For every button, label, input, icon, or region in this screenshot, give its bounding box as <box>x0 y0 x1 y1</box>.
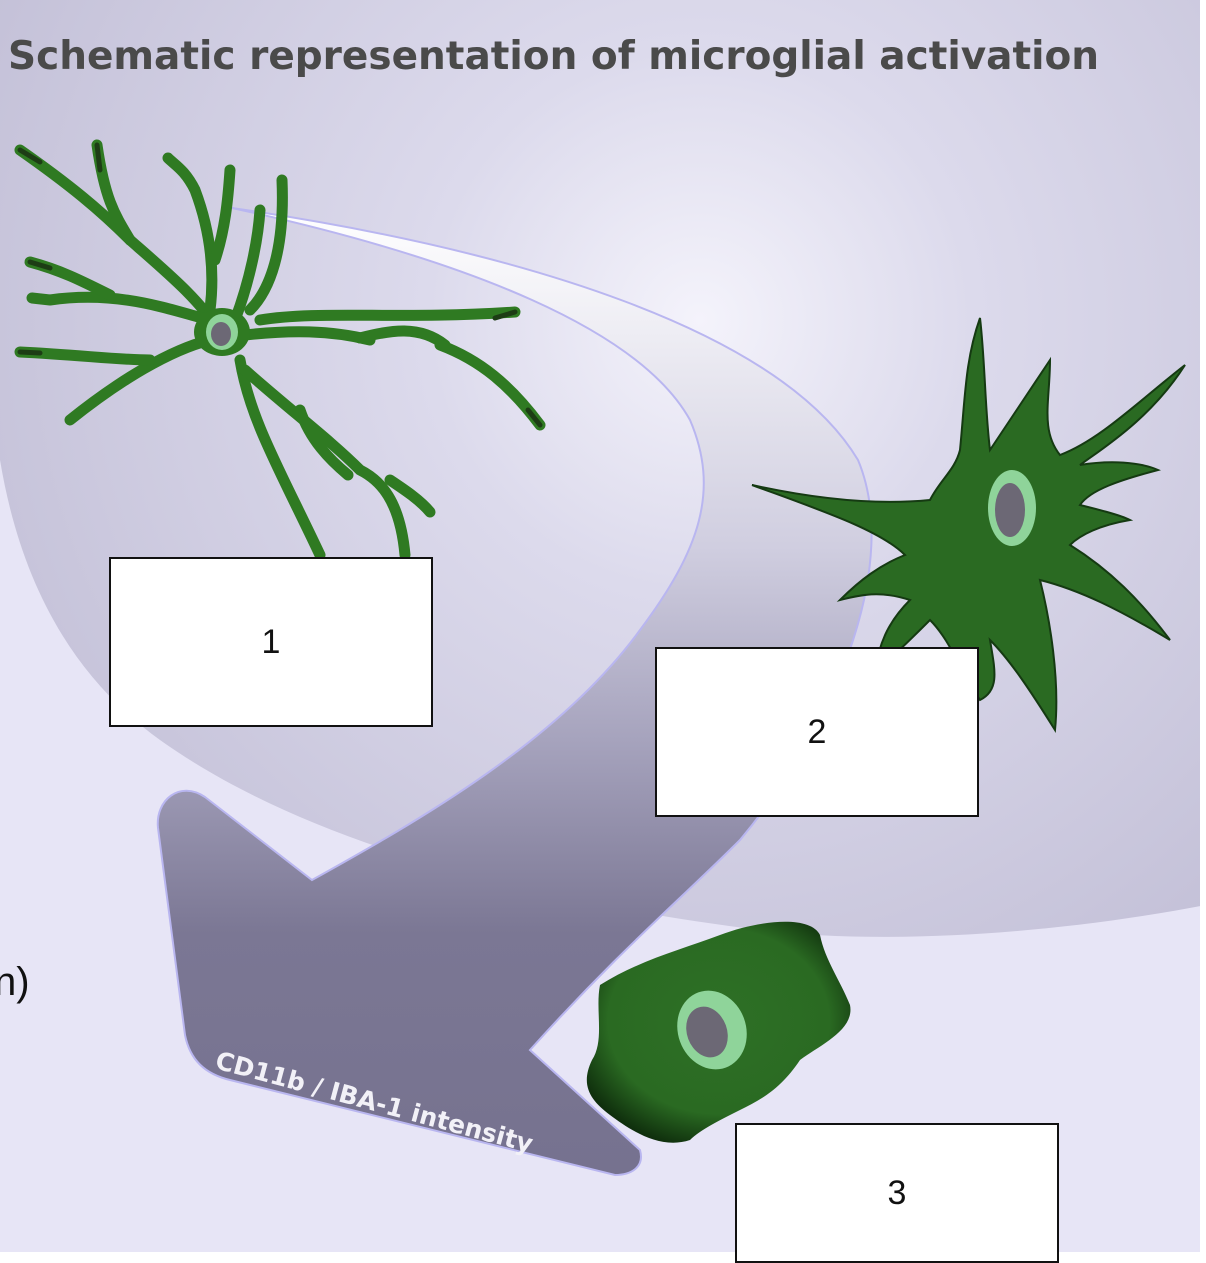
label-box-1[interactable]: 1 <box>109 557 433 727</box>
hypertrophic-microglia-icon <box>751 317 1186 734</box>
ramified-microglia-icon <box>14 139 546 561</box>
amoeboid-microglia-icon <box>586 921 851 1143</box>
diagram-title: Schematic representation of microglial a… <box>8 34 1100 79</box>
label-box-2-text: 2 <box>807 712 827 751</box>
label-box-2[interactable]: 2 <box>655 647 979 817</box>
label-box-1-text: 1 <box>261 622 281 661</box>
page-edge <box>1200 0 1206 1252</box>
stray-text: n) <box>0 960 30 1004</box>
label-box-3[interactable]: 3 <box>735 1123 1059 1263</box>
label-box-3-text: 3 <box>887 1173 907 1212</box>
